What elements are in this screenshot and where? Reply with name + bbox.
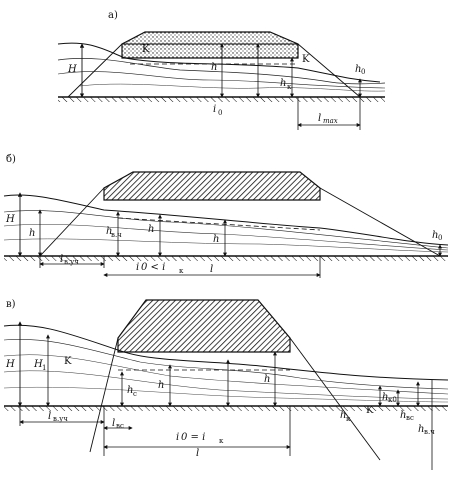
panel-b-slope-label: i: [136, 262, 139, 273]
panel-a-lmax-sub: max: [323, 117, 338, 125]
panel-b-hvch-label: h: [106, 226, 112, 237]
panel-c-H1-label: H: [33, 359, 43, 370]
panel-c-embankment: [117, 299, 291, 353]
panel-b-slope-k: к: [179, 267, 184, 275]
panel-b-slope-left: [39, 187, 105, 257]
panel-c-K-left: K: [64, 356, 72, 367]
panel-b-ground-hatch: [4, 256, 448, 261]
panel-b-l-label: l: [210, 264, 213, 275]
panel-c-slope-k: к: [219, 437, 224, 445]
panel-c-K-right: K: [366, 405, 374, 416]
panel-a-h-label: h: [211, 62, 217, 73]
panel-c-tag: в): [6, 299, 16, 310]
panel-a-hk-sub: к: [287, 83, 292, 91]
panel-a-H-label: H: [67, 64, 77, 75]
panel-c-hk-sub: к: [346, 415, 351, 423]
panel-b-embankment: [103, 171, 321, 201]
panel-c-hc-label: h: [127, 385, 133, 396]
panel-c-hbc-label: h: [400, 410, 406, 421]
panel-c-hk0-sub: к0: [388, 396, 397, 404]
panel-b-tag: б): [6, 154, 16, 165]
panel-a-water-line-2: [57, 58, 386, 85]
panel-c-water-surface: [3, 324, 449, 381]
panel-c-H-label: H: [5, 359, 15, 370]
panel-a-ground-hatch: [58, 97, 385, 102]
panel-c-hk-label: h: [340, 410, 346, 421]
panel-b-lvch-label: l: [60, 254, 63, 265]
panel-b: б) H h h в.ч h h h 0 l в.уч i 0: [3, 154, 449, 278]
panel-b-hright-label: h: [213, 234, 219, 245]
panel-a-K-right: K: [302, 54, 310, 65]
panel-c-lsub-label: l: [112, 418, 115, 429]
panel-b-slope-rest: 0 < i: [141, 262, 165, 273]
panel-c-slope-label: i: [176, 432, 179, 443]
panel-c-hc-sub: c: [133, 390, 137, 398]
panel-b-slope-right: [319, 187, 441, 257]
panel-a-culvert: [121, 43, 299, 59]
panel-a-hk-label: h: [280, 78, 286, 89]
panel-c-ground-hatch: [4, 406, 448, 411]
panel-a-h0-sub: 0: [361, 68, 365, 76]
panel-a-i0-sub: 0: [218, 109, 222, 117]
panel-c-lvch-sub: в.уч: [53, 415, 68, 423]
panel-c-hbvch-sub: в.ч: [424, 428, 435, 436]
panel-b-H-label: H: [5, 214, 15, 225]
panel-c-slope-right: [289, 337, 381, 461]
panel-c-slope-left: [89, 337, 119, 453]
panel-b-hvch-sub: в.ч: [111, 231, 122, 239]
panel-b-water-surface: [3, 194, 449, 246]
panel-a-water-line-4: [79, 83, 386, 92]
panel-c-H1-sub: 1: [42, 364, 46, 372]
panel-c-water-line-4: [3, 370, 449, 400]
panel-a-K-left: K: [142, 44, 150, 55]
panel-c-hmid-label: h: [158, 380, 164, 391]
panel-b-lvch-sub: в.уч: [64, 258, 79, 266]
panel-c-hbvch-label: h: [418, 424, 424, 435]
panel-b-water-line-4: [3, 238, 449, 253]
panel-a-lmax-label: l: [318, 113, 321, 124]
panel-a-slope-right: [297, 43, 361, 98]
panel-c-lsub-sub: вс: [116, 422, 124, 430]
panel-b-critical-line: [117, 217, 321, 231]
panel-a-water-surface: [57, 42, 381, 83]
panel-a-i0-label: i: [213, 104, 216, 115]
panel-a-water-line-3: [57, 71, 386, 89]
panel-a-tag: а): [108, 10, 118, 21]
panel-b-hleft-label: h: [29, 228, 35, 239]
panel-a: а) H K h h к K h 0 i: [57, 10, 386, 130]
panel-c-hr-label: h: [264, 374, 270, 385]
panel-c-hk0-label: h: [382, 392, 388, 403]
panel-c-hbc-sub: вс: [406, 414, 414, 422]
panel-c-water-line-5: [3, 386, 449, 403]
panel-a-h0-label: h: [355, 64, 361, 75]
panel-b-water-line-3: [3, 224, 449, 251]
panel-c-lvch-label: l: [48, 411, 51, 422]
panel-b-hmid-label: h: [148, 224, 154, 235]
panel-b-h0-sub: 0: [438, 234, 442, 242]
panel-b-water-line-2: [3, 210, 449, 249]
panel-b-h0-label: h: [432, 230, 438, 241]
panel-c-l-label: l: [196, 448, 199, 459]
panel-c-water-line-3: [3, 354, 449, 395]
panel-c-slope-rest: 0 = i: [181, 432, 205, 443]
panel-c: в) H H 1 K h c h h h к K h к0 h: [3, 299, 449, 470]
